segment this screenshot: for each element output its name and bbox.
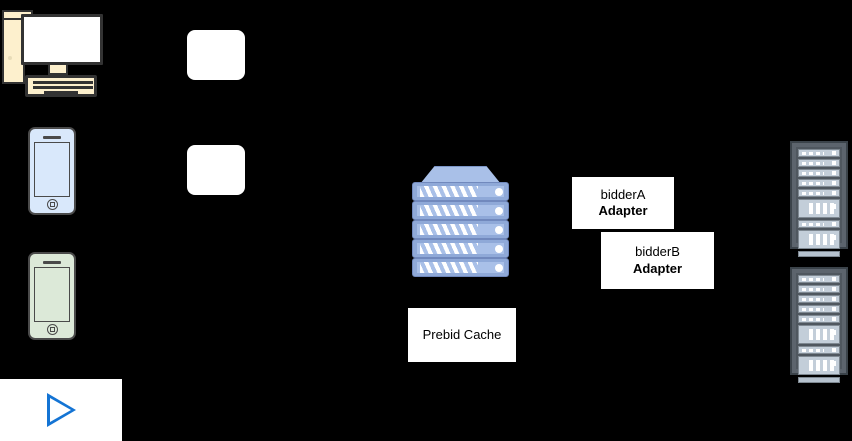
tower-power-dot	[8, 56, 12, 60]
server-stack-layer	[412, 258, 509, 277]
keyboard-row	[33, 81, 93, 84]
server-rack-icon-bottom	[790, 267, 848, 383]
video-player-box	[0, 379, 122, 441]
rack-unit	[798, 346, 840, 354]
keyboard-row	[33, 86, 93, 89]
rack-unit	[798, 285, 840, 293]
bidder-a-adapter-box: bidderA Adapter	[572, 177, 674, 229]
desktop-computer-icon	[2, 10, 114, 102]
video-play-icon	[46, 393, 76, 427]
keyboard-icon	[25, 75, 97, 97]
server-stack-layer	[412, 201, 509, 220]
monitor-stand	[48, 65, 68, 75]
phone-screen	[34, 142, 70, 197]
phone-speaker	[43, 261, 61, 264]
rack-unit-bays	[798, 356, 840, 375]
bidder-b-name: bidderB	[635, 244, 680, 260]
bidder-a-adapter-label: Adapter	[598, 203, 648, 218]
bidder-b-adapter-label: Adapter	[632, 260, 683, 276]
server-stack-icon	[412, 166, 509, 277]
rack-unit-blank	[798, 251, 840, 257]
mobile-phone-icon-blue	[28, 127, 76, 215]
server-rack-icon-top	[790, 141, 848, 257]
rack-unit	[798, 295, 840, 303]
rack-unit	[798, 189, 840, 197]
server-led	[495, 206, 503, 215]
phone-speaker	[43, 136, 61, 139]
mobile-phone-icon-green	[28, 252, 76, 340]
rack-unit	[798, 275, 840, 283]
server-led	[495, 225, 503, 234]
rack-unit	[798, 159, 840, 167]
rack-unit	[798, 169, 840, 177]
server-led	[495, 244, 503, 253]
blank-box-bottom	[187, 145, 245, 195]
monitor-screen	[21, 14, 103, 65]
phone-home-button-icon	[46, 324, 58, 335]
rack-unit	[798, 220, 840, 228]
server-stack-layer	[412, 220, 509, 239]
server-stack-layer	[412, 239, 509, 258]
bidder-a-name: bidderA	[600, 186, 646, 202]
rack-unit-bays	[798, 325, 840, 344]
server-led	[495, 263, 503, 272]
rack-unit	[798, 149, 840, 157]
phone-home-button-icon	[46, 199, 58, 210]
rack-unit	[798, 315, 840, 323]
rack-unit-bays	[798, 199, 840, 218]
blank-box-top	[187, 30, 245, 80]
rack-unit-bays	[798, 230, 840, 249]
rack-unit-blank	[798, 377, 840, 383]
bidder-b-adapter-box: bidderB Adapter	[601, 232, 714, 289]
prebid-cache-box: Prebid Cache	[408, 308, 516, 362]
keyboard-spacebar	[44, 91, 78, 94]
server-led	[495, 187, 503, 196]
rack-unit	[798, 179, 840, 187]
rack-unit	[798, 305, 840, 313]
phone-screen	[34, 267, 70, 322]
prebid-cache-label: Prebid Cache	[422, 326, 502, 342]
server-stack-layer	[412, 182, 509, 201]
